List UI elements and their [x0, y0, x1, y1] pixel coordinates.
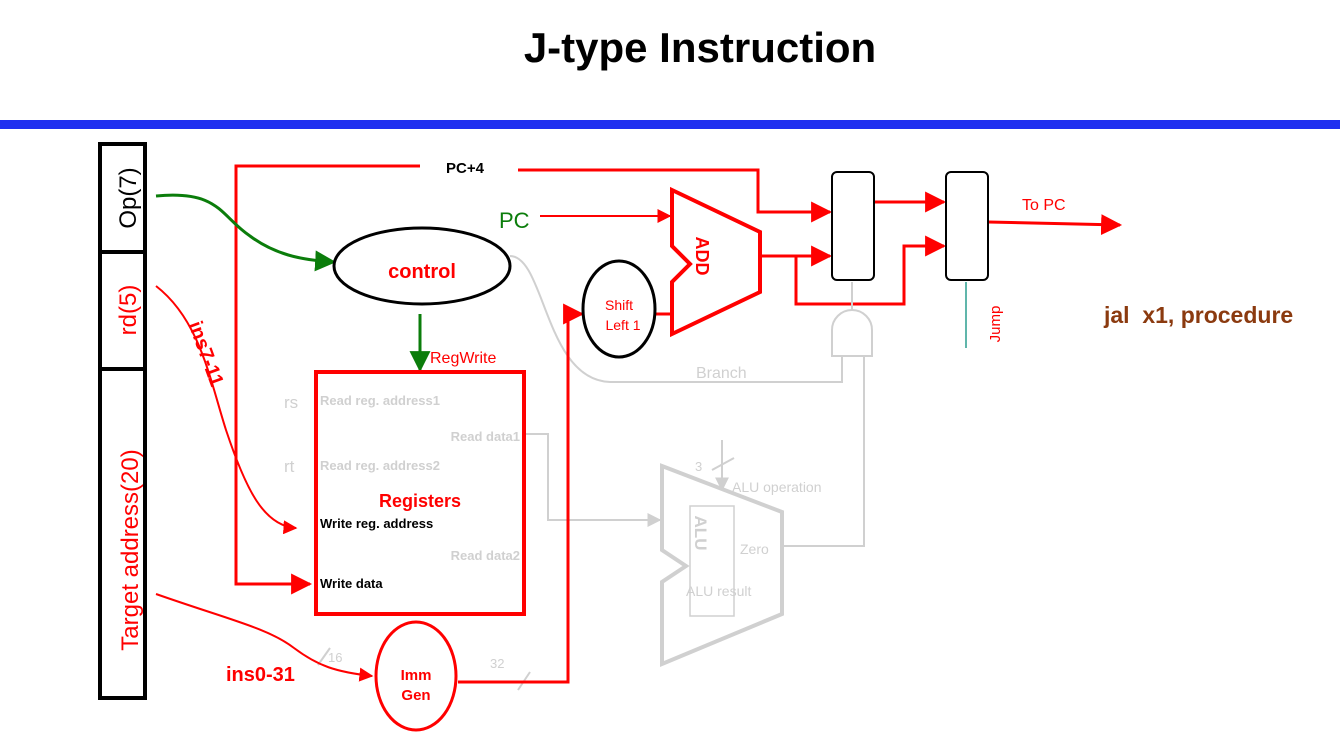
field-target-label: Target address(20) [117, 449, 144, 650]
ins7-11-wire [155, 285, 298, 535]
instruction-note: jal x1, procedure [1103, 302, 1293, 328]
imm-in-width-label: 16 [328, 650, 342, 665]
write-reg-label: Write reg. address [320, 516, 433, 531]
shift-label-line2: Left 1 [605, 317, 640, 333]
jump-label: Jump [987, 306, 1004, 343]
ins0-31-label: ins0-31 [226, 664, 295, 686]
shift-label-line1: Shift [605, 297, 633, 313]
ins0-31-wire [155, 593, 374, 682]
instruction-fields: Op(7) rd(5) Target address(20) [98, 142, 147, 700]
zero-wire [782, 356, 865, 547]
adder-to-mux2-wire [794, 235, 947, 306]
imm-out-width-label: 32 [490, 656, 504, 671]
zero-label: Zero [740, 541, 769, 557]
alu-op-width-label: 3 [695, 459, 702, 474]
field-op-label: Op(7) [115, 167, 142, 228]
shift-left-unit [581, 259, 657, 359]
alu-label: ALU [691, 516, 710, 551]
op-to-control-wire [155, 193, 337, 272]
registers-label: Registers [379, 491, 461, 511]
title-divider [0, 120, 1340, 129]
page-title: J-type Instruction [523, 24, 877, 71]
pc-label: PC [499, 208, 530, 233]
field-rd [98, 250, 147, 371]
control-unit [332, 226, 512, 306]
write-data-label: Write data [320, 576, 383, 591]
field-op [98, 142, 147, 254]
imm-gen-unit [374, 620, 458, 732]
alu-operation-label: ALU operation [732, 479, 822, 495]
read-reg1-label: Read reg. address1 [320, 393, 440, 408]
read-reg2-label: Read reg. address2 [320, 458, 440, 473]
alu-shape [660, 463, 784, 667]
read-data2-label: Read data2 [451, 548, 520, 563]
alu-inner-box [689, 505, 735, 617]
branch-signal-wire [509, 255, 843, 383]
mux-1 [831, 171, 875, 281]
alu-result-label: ALU result [686, 583, 751, 599]
read-data1-label: Read data1 [451, 429, 520, 444]
control-paths [155, 193, 431, 373]
alu-unit: ALU Zero ALU result [660, 463, 784, 667]
to-pc-wire [987, 214, 1123, 236]
and-gate [831, 309, 873, 357]
field-target [98, 367, 147, 700]
alu-op-slash [711, 457, 735, 471]
rs-label: rs [284, 393, 298, 412]
registers-block [314, 370, 526, 616]
imm-gen-label-line1: Imm [401, 667, 432, 684]
pc-plus-4-right-wire [518, 168, 833, 223]
to-pc-label: To PC [1022, 197, 1066, 214]
read-data1-wire [522, 433, 662, 527]
control-label: control [388, 261, 456, 283]
rt-label: rt [284, 457, 295, 476]
ins7-11-label: ins7-11 [184, 318, 228, 389]
pc-plus-4-left-wire [234, 164, 420, 595]
mux-2 [945, 171, 989, 281]
imm-gen-label-line2: Gen [401, 687, 430, 704]
imm-in-slash [317, 647, 331, 666]
adder-label: ADD [692, 237, 712, 276]
regwrite-label: RegWrite [430, 350, 496, 367]
imm-to-shift-wire [458, 303, 585, 684]
branch-label: Branch [696, 365, 747, 382]
field-rd-label: rd(5) [115, 285, 142, 336]
pc-plus-4-label: PC+4 [446, 160, 485, 177]
active-paths [155, 164, 1123, 684]
adder-unit [670, 186, 762, 338]
